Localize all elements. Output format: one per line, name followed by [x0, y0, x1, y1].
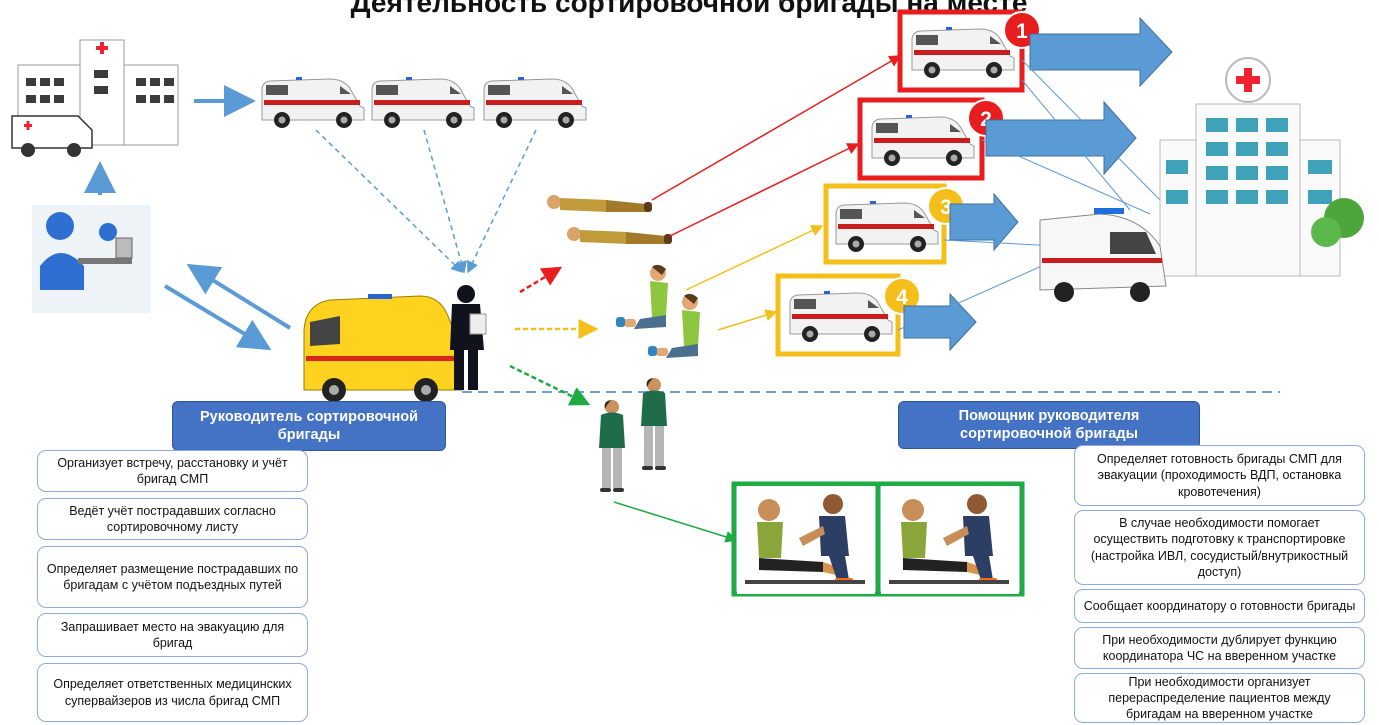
waiting-ambulances: [261, 76, 587, 129]
diagram-title: Деятельность сортировочной бригады на ме…: [351, 0, 1028, 18]
dispatch-hospital-icon: [11, 39, 179, 157]
priority-box-3: [823, 183, 947, 265]
walking-victims-icon: [599, 378, 667, 492]
priority-box-4: [775, 273, 901, 357]
leader-task: Ведёт учёт пострадавших согласно сортиро…: [37, 498, 308, 540]
triage-arrow-green: [509, 364, 591, 406]
assistant-task: В случае необходимости помогает осуществ…: [1074, 510, 1365, 585]
assistant-task: При необходимости организует перераспред…: [1074, 673, 1365, 723]
leader-task: Определяет ответственных медицинских суп…: [37, 663, 308, 722]
svg-text:4: 4: [896, 286, 908, 309]
svg-text:1: 1: [1016, 20, 1028, 43]
team-leader-title: Руководитель сортировочной бригады: [172, 401, 446, 451]
leader-task: Запрашивает место на эвакуацию для брига…: [37, 613, 308, 657]
svg-text:3: 3: [940, 196, 952, 219]
dispatch-arrows: [84, 85, 292, 351]
priority-badge-4: 4: [883, 277, 921, 315]
evacuation-arrows: [903, 16, 1173, 352]
priority-lines: [613, 55, 902, 543]
leader-task: Определяет размещение пострадавших по бр…: [37, 546, 308, 608]
dispatcher-icon: [32, 205, 150, 313]
assistant-title: Помощник руководителя сортировочной бриг…: [898, 401, 1200, 449]
triage-ambulance-icon: [303, 294, 463, 402]
assistant-task: Сообщает координатору о готовности брига…: [1074, 589, 1365, 623]
assistant-task: При необходимости дублирует функцию коор…: [1074, 627, 1365, 669]
priority-box-2: [857, 97, 985, 181]
leader-task: Организует встречу, расстановку и учёт б…: [37, 450, 308, 492]
priority-box-1: [897, 9, 1025, 93]
ambulance-dispatch-lines: [315, 129, 537, 274]
critical-victims-icon: [547, 195, 672, 244]
onsite-treatment-box-2: [875, 481, 1025, 597]
team-leader-icon: [450, 285, 487, 390]
receiving-hospital-icon: [1039, 57, 1364, 302]
triage-arrow-red: [519, 266, 563, 294]
moderate-victims-icon: [616, 264, 700, 358]
assistant-task: Определяет готовность бригады СМП для эв…: [1074, 445, 1365, 506]
onsite-treatment-box-1: [731, 481, 881, 597]
